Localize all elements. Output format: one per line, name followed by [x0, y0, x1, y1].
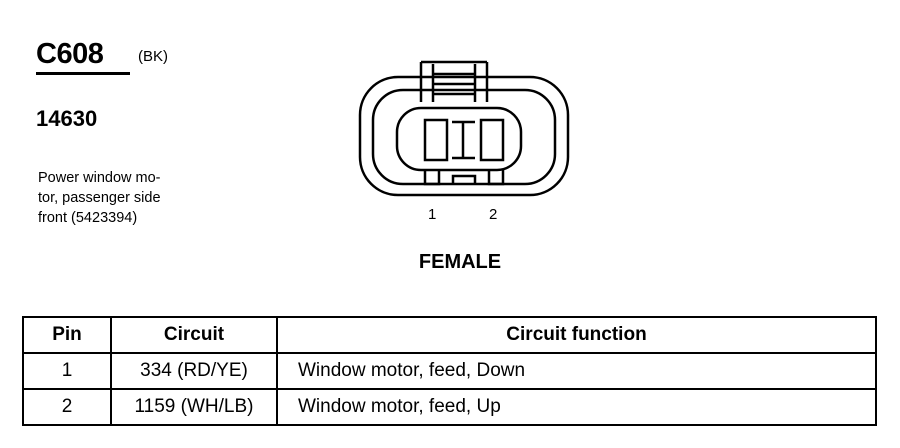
- header-pin: Pin: [22, 316, 112, 354]
- description-line: Power window mo-: [38, 170, 161, 186]
- connector-inner-housing: [371, 88, 557, 186]
- cell-circuit-function: Window motor, feed, Up: [276, 388, 877, 426]
- polarizing-notch: [451, 174, 477, 184]
- center-key: [452, 120, 475, 160]
- connector-outer-housing: [358, 75, 570, 197]
- connector-gender: FEMALE: [418, 251, 502, 273]
- connector-color-code: (BK): [138, 48, 168, 65]
- pin-label-2: 2: [489, 206, 498, 223]
- pinout-table: Pin Circuit Circuit function 1 334 (RD/Y…: [22, 316, 877, 426]
- pin-label-1: 1: [428, 206, 437, 223]
- pin-cavity-2: [479, 118, 505, 162]
- part-number: 14630: [36, 106, 98, 131]
- table-row: 1 334 (RD/YE) Window motor, feed, Down: [22, 352, 877, 390]
- pin-cavity-1: [423, 118, 449, 162]
- cell-pin: 2: [22, 388, 112, 426]
- header-circuit: Circuit: [110, 316, 278, 354]
- table-row: 2 1159 (WH/LB) Window motor, feed, Up: [22, 388, 877, 426]
- cell-circuit: 1159 (WH/LB): [110, 388, 278, 426]
- connector-id: C608: [36, 38, 104, 70]
- connector-description: Power window mo- tor, passenger side fro…: [38, 168, 208, 228]
- cell-circuit-function: Window motor, feed, Down: [276, 352, 877, 390]
- bottom-latch: [487, 170, 505, 186]
- description-line: front (5423394): [38, 210, 138, 226]
- connector-face-diagram: [358, 60, 570, 197]
- header-circuit-function: Circuit function: [276, 316, 877, 354]
- bottom-latch: [423, 170, 441, 186]
- cell-pin: 1: [22, 352, 112, 390]
- table-header-row: Pin Circuit Circuit function: [22, 316, 877, 354]
- connector-mating-face: [395, 106, 523, 172]
- description-line: tor, passenger side: [38, 190, 161, 206]
- cell-circuit: 334 (RD/YE): [110, 352, 278, 390]
- connector-id-underline: [36, 72, 130, 75]
